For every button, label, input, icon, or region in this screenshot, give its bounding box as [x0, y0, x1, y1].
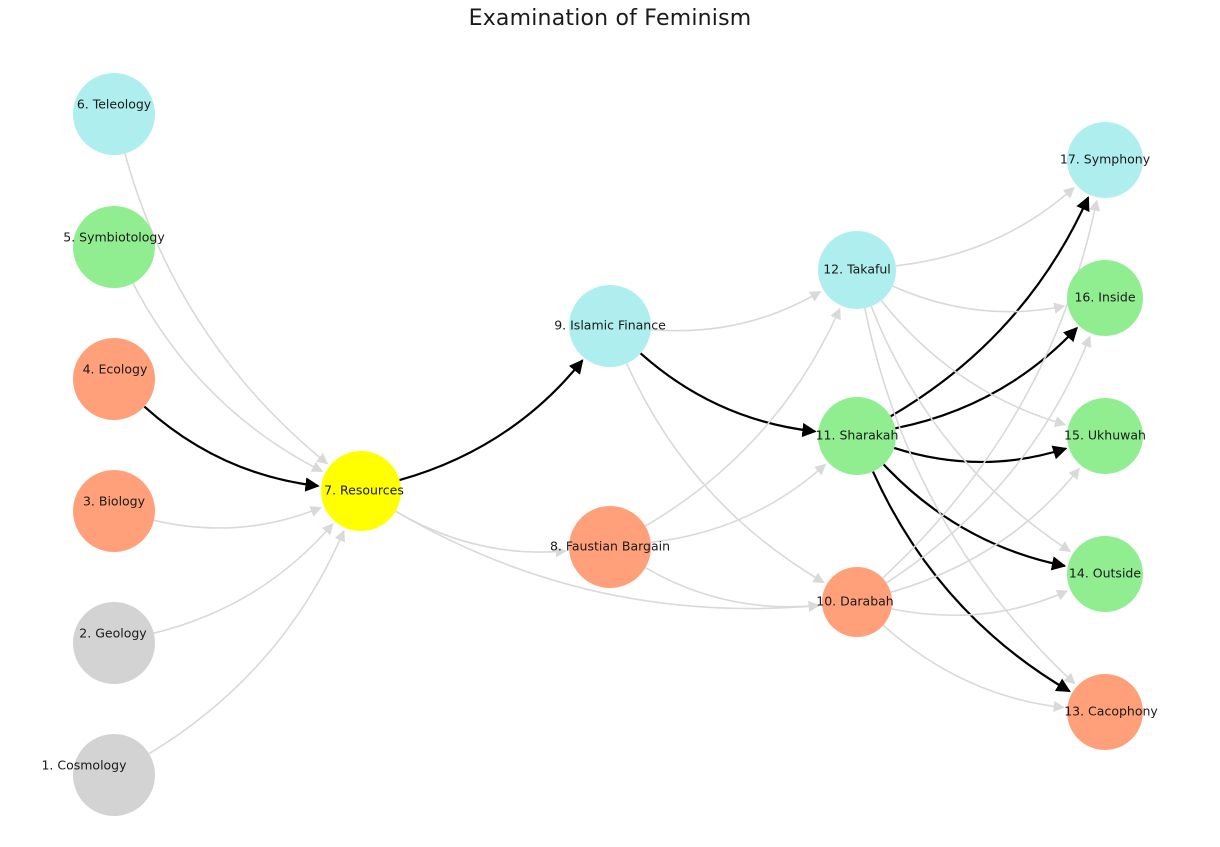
graph-edge-9-to-10: [625, 363, 825, 584]
node-circle-13[interactable]: [1067, 674, 1143, 750]
node-circle-5[interactable]: [73, 206, 155, 288]
graph-node-2[interactable]: 2. Geology: [73, 602, 155, 684]
page-title: Examination of Feminism: [468, 6, 752, 31]
node-circle-12[interactable]: [818, 231, 896, 309]
node-circle-3[interactable]: [73, 470, 155, 552]
node-circle-16[interactable]: [1067, 260, 1143, 336]
graph-node-12[interactable]: 12. Takaful: [818, 231, 896, 309]
graph-node-9[interactable]: 9. Islamic Finance: [554, 285, 666, 367]
graph-node-7[interactable]: 7. Resources: [321, 451, 404, 531]
graph-node-10[interactable]: 10. Darabah: [816, 567, 894, 637]
graph-edge-9-to-11: [639, 352, 817, 438]
graph-edge-10-to-15: [890, 467, 1080, 594]
graph-node-5[interactable]: 5. Symbiotology: [63, 206, 165, 288]
node-circle-1[interactable]: [73, 734, 155, 816]
graph-edge-4-to-7: [143, 405, 320, 492]
graph-edge-10-to-17: [882, 199, 1101, 579]
node-circle-4[interactable]: [73, 338, 155, 420]
graph-edge-12-to-16: [892, 285, 1066, 314]
node-circle-9[interactable]: [569, 285, 651, 367]
graph-edge-11-to-16: [895, 326, 1078, 430]
graph-edge-8-to-12: [644, 307, 841, 527]
node-circle-15[interactable]: [1067, 398, 1143, 474]
graph-edge-1-to-7: [148, 529, 345, 755]
graph-node-15[interactable]: 15. Ukhuwah: [1064, 398, 1146, 474]
node-circle-2[interactable]: [73, 602, 155, 684]
graph-edge-11-to-14: [882, 463, 1067, 571]
node-circle-10[interactable]: [822, 567, 892, 637]
graph-edge-8-to-10: [644, 566, 820, 612]
graph-node-13[interactable]: 13. Cacophony: [1064, 674, 1158, 750]
node-circle-7[interactable]: [321, 451, 401, 531]
graph-edge-11-to-13: [871, 471, 1071, 693]
graph-edge-9-to-12: [650, 290, 822, 332]
graph-edge-8-to-11: [650, 463, 827, 544]
node-circle-8[interactable]: [569, 506, 651, 588]
graph-node-3[interactable]: 3. Biology: [73, 470, 155, 552]
graph-node-4[interactable]: 4. Ecology: [73, 338, 155, 420]
graph-node-8[interactable]: 8. Faustian Bargain: [550, 506, 670, 588]
graph-edge-11-to-17: [890, 196, 1090, 418]
graph-edge-7-to-9: [399, 359, 584, 482]
graph-edge-12-to-15: [880, 300, 1067, 428]
graph-edge-12-to-17: [895, 186, 1075, 267]
graph-edge-12-to-13: [864, 308, 1076, 685]
graph-edge-12-to-14: [870, 306, 1072, 553]
edge-layer: [124, 153, 1101, 755]
graph-node-1[interactable]: 1. Cosmology: [41, 734, 155, 816]
graph-edge-7-to-10: [395, 510, 820, 612]
graph-edge-3-to-7: [153, 506, 322, 529]
graph-edge-10-to-16: [885, 335, 1092, 584]
node-layer: 1. Cosmology 2. Geology 3. Biology 4. Ecolo…: [41, 73, 1158, 816]
node-circle-6[interactable]: [73, 73, 155, 155]
graph-node-16[interactable]: 16. Inside: [1067, 260, 1143, 336]
graph-node-14[interactable]: 14. Outside: [1067, 536, 1143, 612]
graph-edge-10-to-13: [882, 624, 1065, 713]
graph-edge-7-to-8: [395, 510, 567, 558]
graph-edge-11-to-15: [893, 445, 1068, 464]
node-circle-14[interactable]: [1067, 536, 1143, 612]
node-circle-11[interactable]: [818, 397, 896, 475]
graph-edge-10-to-14: [891, 590, 1069, 617]
node-circle-17[interactable]: [1067, 122, 1143, 198]
graph-edge-6-to-7: [124, 153, 329, 465]
graph-edge-5-to-7: [132, 282, 324, 473]
graph-node-6[interactable]: 6. Teleology: [73, 73, 155, 155]
graph-edge-2-to-7: [153, 523, 334, 634]
graph-node-11[interactable]: 11. Sharakah: [816, 397, 899, 475]
graph-node-17[interactable]: 17. Symphony: [1060, 122, 1151, 198]
